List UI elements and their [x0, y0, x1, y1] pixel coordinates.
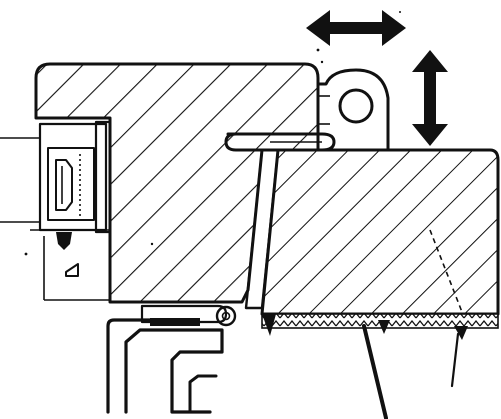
hinge-knuckle: [316, 68, 390, 152]
drawing-specks: [24, 11, 401, 256]
lever-handle: [362, 324, 388, 419]
door-leaf: [260, 148, 500, 316]
door-edge-seal-strip: [261, 313, 499, 388]
hinge-arm-link: [224, 132, 336, 310]
lower-hinge-plate: [140, 304, 237, 327]
mounting-bracket: [106, 318, 224, 414]
double-arrow-horizontal-icon: [306, 10, 406, 64]
wall-glazing-section: [0, 122, 110, 301]
double-arrow-vertical-icon: [412, 50, 448, 146]
